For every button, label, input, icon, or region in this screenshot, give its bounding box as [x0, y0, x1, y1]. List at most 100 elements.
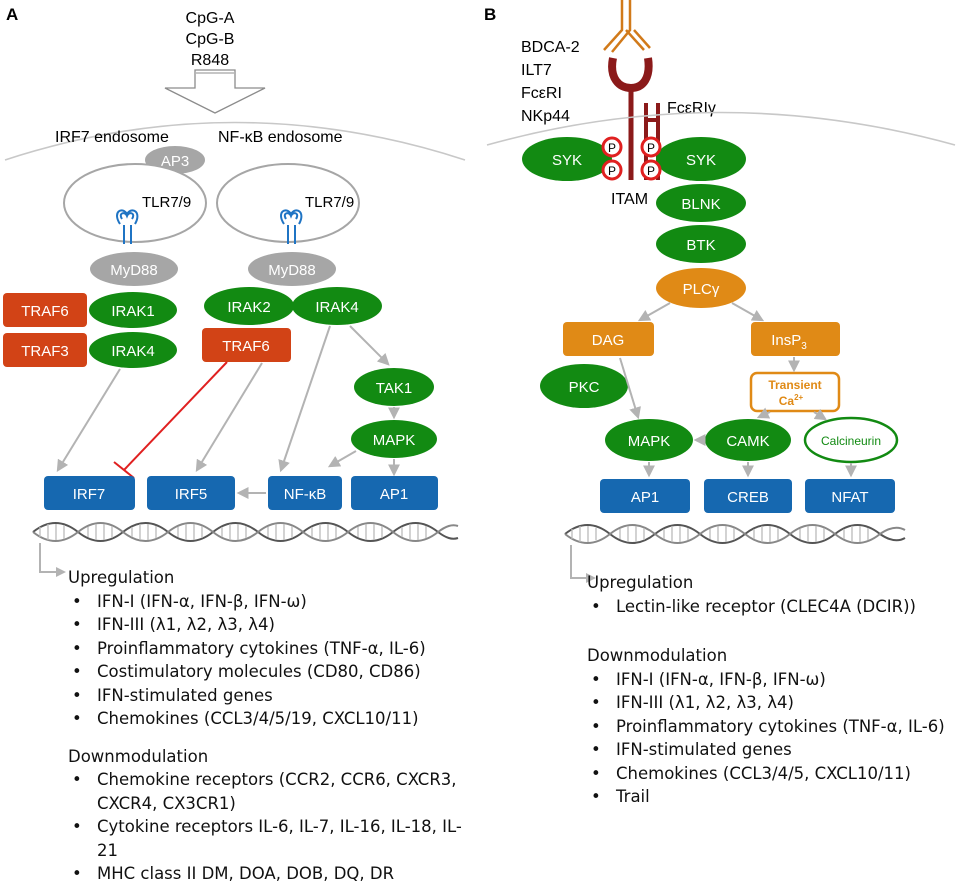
node-ap1-a [351, 476, 438, 510]
node-insp3-label: InsP3 [771, 332, 807, 352]
node-irak1 [89, 292, 177, 328]
membrane-a [4, 121, 466, 161]
list-item: IFN-stimulated genes [68, 684, 488, 708]
phosphate-icon: P [601, 136, 623, 158]
list-item: IFN-I (IFN-α, IFN-β, IFN-ω) [68, 590, 488, 614]
node-irak1-label: IRAK1 [111, 303, 154, 320]
node-traf3 [3, 333, 87, 367]
label-irf7-endosome: IRF7 endosome [55, 129, 169, 146]
node-btk-label: BTK [686, 237, 715, 254]
node-mapk-a [351, 420, 437, 458]
panel-a-arrows [56, 325, 400, 499]
panel-a-downmodulation-list: Chemokine receptors (CCR2, CCR6, CXCR3, … [68, 768, 478, 886]
node-irf7-label: IRF7 [73, 486, 106, 503]
list-item: Chemokines (CCL3/4/5, CXCL10/11) [587, 762, 962, 786]
list-item: IFN-III (λ1, λ2, λ3, λ4) [68, 613, 488, 637]
phosphate-icon: P [640, 159, 662, 181]
node-syk-right-label: SYK [686, 152, 716, 169]
node-irak2 [204, 287, 294, 325]
node-traf6-left [3, 293, 87, 327]
list-item: IFN-I (IFN-α, IFN-β, IFN-ω) [587, 668, 962, 692]
node-ca-label: Ca2+ [779, 393, 804, 408]
node-ap1-a-label: AP1 [380, 486, 408, 503]
node-tak1 [354, 368, 434, 406]
node-irak4-left-label: IRAK4 [111, 343, 154, 360]
node-calcineurin-label: Calcineurin [821, 434, 881, 448]
node-mapk-a-label: MAPK [373, 432, 416, 449]
node-myd88-right-label: MyD88 [268, 262, 316, 279]
itam-label: ITAM [611, 191, 648, 208]
node-blnk [656, 184, 746, 222]
node-blnk-label: BLNK [681, 196, 720, 213]
panel-b-downmodulation-heading: Downmodulation [587, 646, 728, 665]
node-transient-ca [749, 371, 841, 413]
panel-b-downmodulation-list: IFN-I (IFN-α, IFN-β, IFN-ω) IFN-III (λ1,… [587, 668, 962, 809]
node-syk-left [522, 137, 612, 181]
phospho-label: P [647, 164, 655, 178]
phospho-label: P [608, 141, 616, 155]
node-calcineurin [803, 416, 899, 464]
node-nfkb-label: NF-κB [284, 486, 327, 503]
node-pkc-label: PKC [569, 379, 600, 396]
panel-b-upregulation-list: Lectin-like receptor (CLEC4A (DCIR)) [587, 595, 962, 619]
ligand-cpg-a: CpG-A [186, 10, 235, 27]
node-ap3-label: AP3 [161, 153, 189, 170]
list-item: Cytokine receptors IL-6, IL-7, IL-16, IL… [68, 815, 478, 862]
panel-a-letter: A [6, 5, 18, 24]
tlr-left-label: TLR7/9 [142, 194, 191, 211]
panel-b-upregulation-heading: Upregulation [587, 573, 694, 592]
node-irak4-right-label: IRAK4 [315, 299, 358, 316]
node-nfkb [268, 476, 342, 510]
node-creb-label: CREB [727, 489, 769, 506]
node-nfat [805, 479, 895, 513]
panel-a-upregulation-heading: Upregulation [68, 568, 175, 587]
node-traf6-right [202, 328, 291, 362]
tlr-receptor-icon [280, 209, 303, 244]
list-item: Costimulatory molecules (CD80, CD86) [68, 660, 488, 684]
node-camk-label: CAMK [726, 433, 769, 450]
node-transient-label: Transient [768, 378, 821, 392]
upregulation-arrow-a [39, 543, 66, 577]
node-irf5-label: IRF5 [175, 486, 208, 503]
node-btk [656, 225, 746, 263]
list-item: IFN-III (λ1, λ2, λ3, λ4) [587, 691, 962, 715]
node-creb [704, 479, 792, 513]
receptor-nkp44: NKp44 [521, 108, 570, 125]
receptor-cup [608, 57, 653, 93]
node-nfat-label: NFAT [831, 489, 868, 506]
panel-a-upregulation: Upregulation IFN-I (IFN-α, IFN-β, IFN-ω)… [68, 566, 488, 886]
upregulation-arrow-b [570, 545, 596, 583]
list-item: Chemokines (CCL3/4/5/19, CXCL10/11) [68, 707, 488, 731]
node-myd88-left-label: MyD88 [110, 262, 158, 279]
antibody-icon [603, 0, 651, 53]
node-myd88-left [90, 252, 178, 286]
receptor-bdca2: BDCA-2 [521, 39, 580, 56]
list-item: Proinflammatory cytokines (TNF-α, IL-6) [68, 637, 488, 661]
dna-helix-icon [564, 524, 906, 544]
node-traf3-label: TRAF3 [21, 343, 69, 360]
node-plcg-label: PLCγ [683, 281, 720, 298]
panel-b-arrows [619, 302, 857, 478]
receptor-fceri: FcεRI [521, 85, 562, 102]
list-item: Trail [587, 785, 962, 809]
irf7-endosome [63, 163, 207, 243]
node-mapk-b [605, 419, 693, 461]
ligand-cpg-b: CpG-B [186, 31, 235, 48]
node-pkc [540, 364, 628, 408]
phospho-label: P [608, 164, 616, 178]
panel-b-letter: B [484, 5, 496, 24]
node-plcg [656, 268, 746, 308]
panel-b-upregulation: Upregulation Lectin-like receptor (CLEC4… [587, 571, 962, 809]
node-irak2-label: IRAK2 [227, 299, 270, 316]
panel-a-upregulation-list: IFN-I (IFN-α, IFN-β, IFN-ω) IFN-III (λ1,… [68, 590, 488, 731]
node-irak4-left [89, 332, 177, 368]
label-nfkb-endosome: NF-κB endosome [218, 129, 343, 146]
node-irf5 [147, 476, 235, 510]
node-camk [705, 419, 791, 461]
node-myd88-right [248, 252, 336, 286]
tlr-right-label: TLR7/9 [305, 194, 354, 211]
node-tak1-label: TAK1 [376, 380, 412, 397]
node-mapk-b-label: MAPK [628, 433, 671, 450]
node-irf7 [44, 476, 135, 510]
node-insp3 [751, 322, 840, 356]
